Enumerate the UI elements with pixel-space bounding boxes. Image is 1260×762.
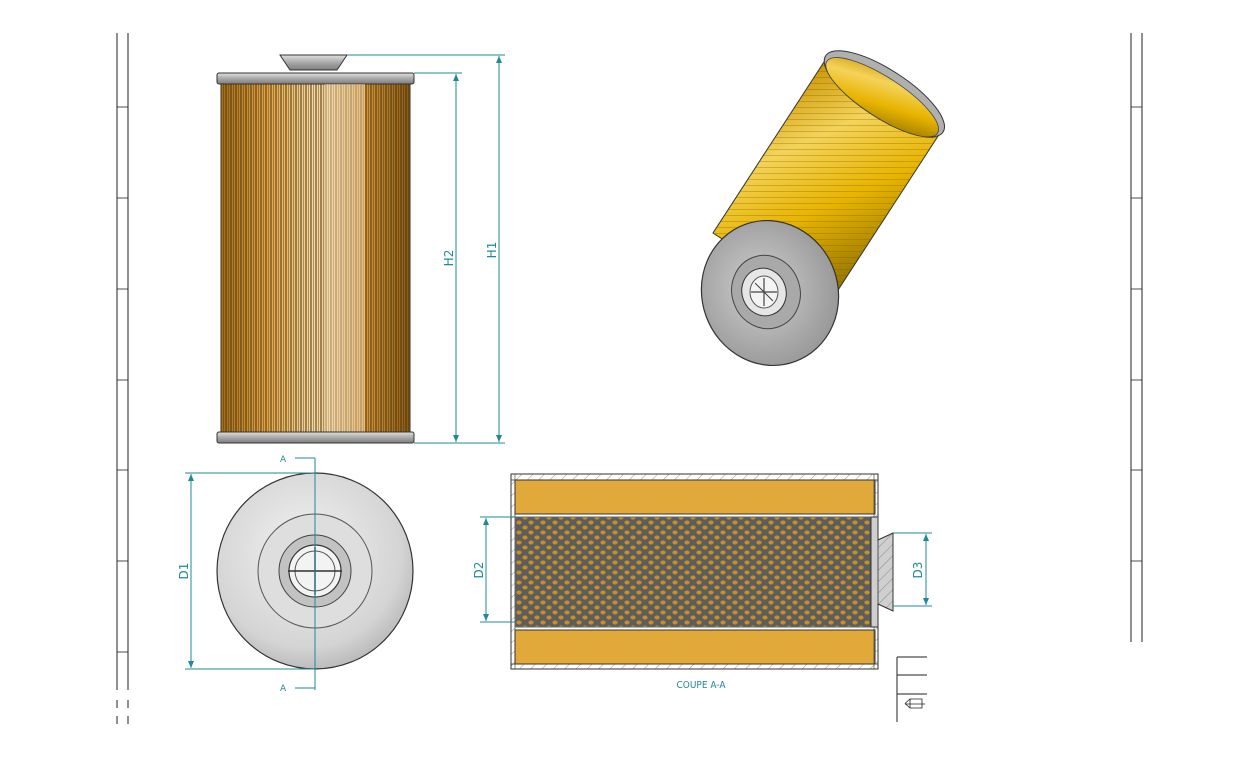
section-marker-bottom: A bbox=[280, 684, 287, 694]
dimension-d2 bbox=[480, 516, 515, 623]
media-bottom bbox=[514, 629, 876, 665]
dimension-label-h2: H2 bbox=[442, 250, 456, 267]
top-nipple bbox=[279, 54, 348, 71]
top-end-cap bbox=[216, 72, 415, 85]
steel-cap-top bbox=[510, 473, 879, 481]
dimension-label-h1: H1 bbox=[485, 242, 499, 259]
sheet-frame-left bbox=[116, 33, 129, 724]
section-marker-top: A bbox=[280, 455, 287, 465]
title-block-fragment bbox=[896, 656, 927, 722]
dimension-label-d1: D1 bbox=[177, 563, 191, 580]
section-view bbox=[510, 473, 894, 670]
end-view bbox=[216, 457, 414, 690]
dimension-h1 bbox=[347, 54, 505, 444]
isometric-view bbox=[700, 50, 946, 367]
front-elevation-view bbox=[216, 54, 415, 444]
dimension-d1 bbox=[185, 472, 315, 670]
dimension-label-d2: D2 bbox=[472, 562, 486, 579]
perforated-core bbox=[514, 516, 872, 628]
dimension-d3 bbox=[893, 532, 932, 607]
media-top bbox=[514, 479, 876, 515]
section-caption: COUPE A-A bbox=[676, 680, 726, 691]
dimension-label-d3: D3 bbox=[911, 562, 925, 579]
sheet-frame-right bbox=[1130, 33, 1143, 642]
bottom-end-cap bbox=[216, 431, 415, 444]
steel-cap-bottom bbox=[510, 663, 879, 670]
